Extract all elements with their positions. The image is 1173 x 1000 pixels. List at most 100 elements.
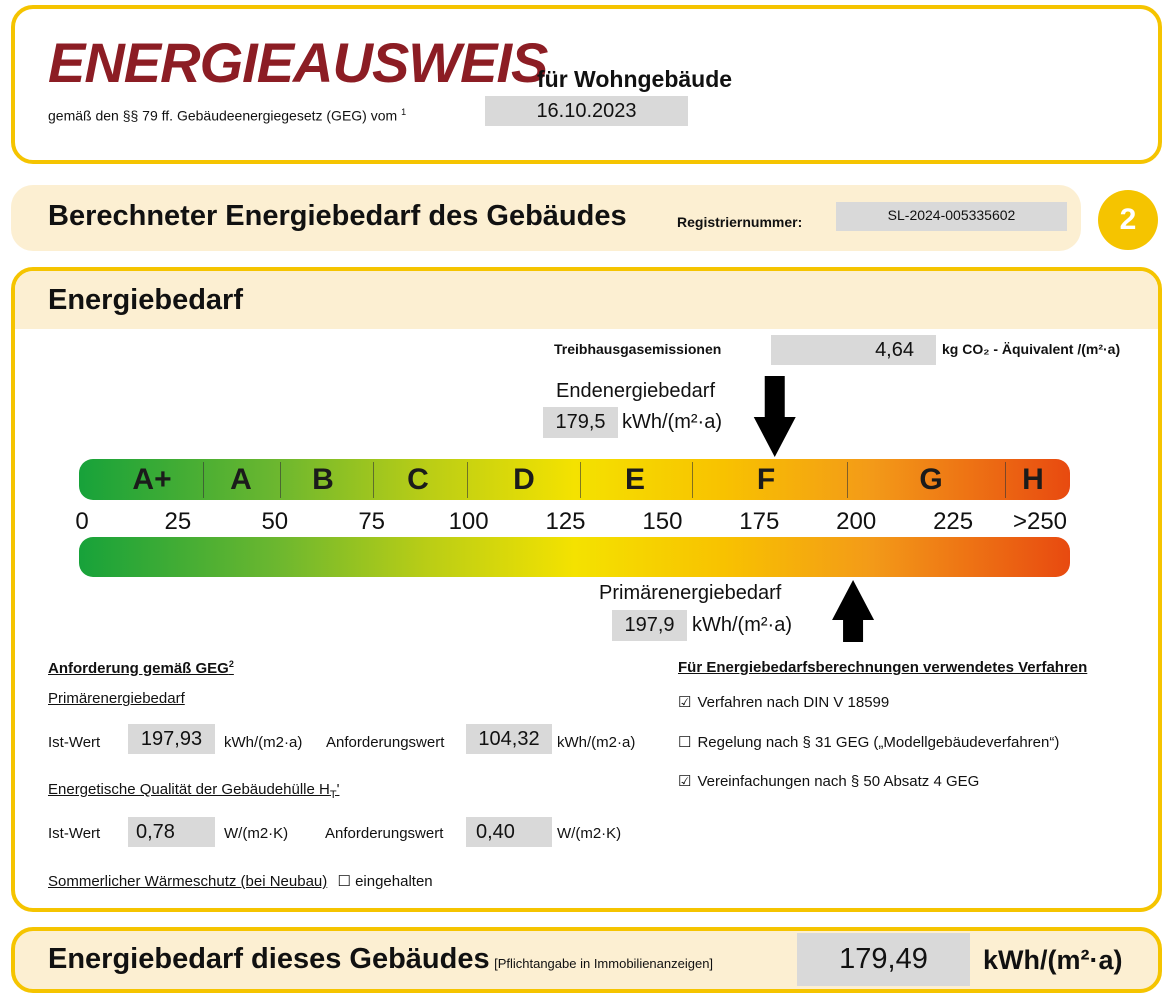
method-text-1: Regelung nach § 31 GEG („Modellgebäudeve… [697,734,1060,751]
ghg-value: 4,64 [875,339,914,361]
method-checkbox-2[interactable]: ☑ [678,773,692,790]
scale-tick-label: 50 [261,508,289,535]
scale-tick-label: 175 [739,508,780,535]
summer-text: eingehalten [355,873,433,890]
primary-energy-field: 197,9 [612,610,687,641]
energy-class-3: C [407,463,429,496]
hull-heading-text: Energetische Qualität der Gebäudehülle H [48,781,330,798]
hull-anf-field: 0,40 [466,817,552,847]
primary-energy-value: 197,9 [624,614,675,636]
class-separator [847,462,848,498]
document-subtitle: für Wohngebäude [537,66,733,92]
energiebedarf-header-bg [15,271,1158,329]
hull-anf-label: Anforderungswert [325,825,444,842]
scale-gradient-bar [79,537,1070,577]
primary-ist-unit: kWh/(m2·a) [224,734,303,751]
summer-checkbox[interactable]: ☐ [337,873,351,890]
ghg-unit: kg CO₂ - Äquivalent /(m²·a) [942,341,1121,357]
hull-anf-unit: W/(m2·K) [557,825,622,842]
page-number-badge: 2 [1098,190,1158,250]
hull-heading-prime: ' [336,781,340,798]
scale-tick-label: 200 [836,508,877,535]
hull-ist-unit: W/(m2·K) [224,825,289,842]
end-energy-label: Endenergiebedarf [556,380,716,402]
method-text-0: Verfahren nach DIN V 18599 [697,694,890,711]
primary-ist-value: 197,93 [140,728,203,750]
class-bar [79,459,1070,500]
ghg-field: 4,64 [771,335,936,365]
method-text-2: Vereinfachungen nach § 50 Absatz 4 GEG [697,773,980,790]
energy-class-6: F [756,463,776,496]
requirements-heading: Anforderung gemäß GEG2 [48,659,234,677]
scale-tick-label: 125 [545,508,586,535]
class-separator [580,462,581,498]
footer-label: Energiebedarf dieses Gebäudes [48,943,490,975]
hull-heading: Energetische Qualität der Gebäudehülle H… [48,781,339,801]
scale-tick-label: 100 [448,508,489,535]
arrow-shape [753,376,796,457]
requirements-heading-text: Anforderung gemäß GEG [48,660,229,677]
class-separator [692,462,693,498]
primary-energy-label: Primärenergiebedarf [599,582,782,604]
energy-class-5: E [624,463,646,496]
summer-label: Sommerlicher Wärmeschutz (bei Neubau) [48,873,328,890]
primary-ist-label: Ist-Wert [48,734,101,751]
primary-anf-label: Anforderungswert [326,734,445,751]
law-footnote: 1 [401,107,407,117]
class-separator [373,462,374,498]
footer-note: [Pflichtangabe in Immobilienanzeigen] [494,956,714,971]
footer-unit: kWh/(m²·a) [983,945,1123,975]
method-heading: Für Energiebedarfsberechnungen verwendet… [678,659,1088,676]
method-item-0: ☑ Verfahren nach DIN V 18599 [678,693,889,711]
energy-class-2: B [312,463,334,496]
energiebedarf-box [11,267,1162,912]
energy-class-8: H [1022,463,1044,496]
section-heading: Berechneter Energiebedarf des Gebäudes [48,200,627,232]
end-energy-field: 179,5 [543,407,618,438]
hull-ist-value: 0,78 [136,821,175,843]
footer-value-field: 179,49 [797,933,970,986]
class-separator [203,462,204,498]
scale-tick-label: 150 [642,508,683,535]
registration-field: SL-2024-005335602 [836,202,1067,231]
method-checkbox-0[interactable]: ☑ [678,694,692,711]
page-number: 2 [1119,203,1137,236]
primary-anf-field: 104,32 [466,724,552,754]
energy-class-1: A [230,463,252,496]
primary-ist-field: 197,93 [128,724,215,754]
footer-value: 179,49 [839,943,928,975]
primary-energy-unit: kWh/(m²·a) [692,614,792,636]
hull-heading-sub: T [329,789,337,801]
method-item-2: ☑ Vereinfachungen nach § 50 Absatz 4 GEG [678,772,979,790]
issue-date-field: 16.10.2023 [485,96,688,126]
energy-class-0: A+ [132,463,172,496]
end-energy-unit: kWh/(m²·a) [622,411,722,433]
scale-tick-label: 0 [75,508,89,535]
document-title: ENERGIEAUSWEIS [48,31,548,94]
hull-ist-label: Ist-Wert [48,825,101,842]
summer-protection-row: Sommerlicher Wärmeschutz (bei Neubau) ☐ … [48,872,433,890]
header-box [11,5,1162,164]
method-checkbox-1[interactable]: ☐ [678,734,692,751]
primary-anf-unit: kWh/(m2·a) [557,734,636,751]
end-energy-value: 179,5 [555,411,606,433]
arrow-shape [832,580,875,642]
scale-tick-label: >250 [1012,508,1068,535]
law-text: gemäß den §§ 79 ff. Gebäudeenergiegesetz… [48,107,398,124]
energy-class-7: G [919,463,943,496]
energy-class-4: D [513,463,535,496]
scale-tick-label: 25 [164,508,192,535]
law-reference: gemäß den §§ 79 ff. Gebäudeenergiegesetz… [48,107,406,124]
requirements-footnote: 2 [228,659,234,669]
scale-tick-label: 75 [358,508,386,535]
class-separator [467,462,468,498]
primary-requirement-heading: Primärenergiebedarf [48,690,185,707]
footer-text: Energiebedarf dieses Gebäudes [Pflichtan… [48,943,713,976]
footer-box [11,927,1162,993]
hull-anf-value: 0,40 [476,821,515,843]
registration-number: SL-2024-005335602 [887,207,1016,223]
ghg-label: Treibhausgasemissionen [554,341,722,357]
